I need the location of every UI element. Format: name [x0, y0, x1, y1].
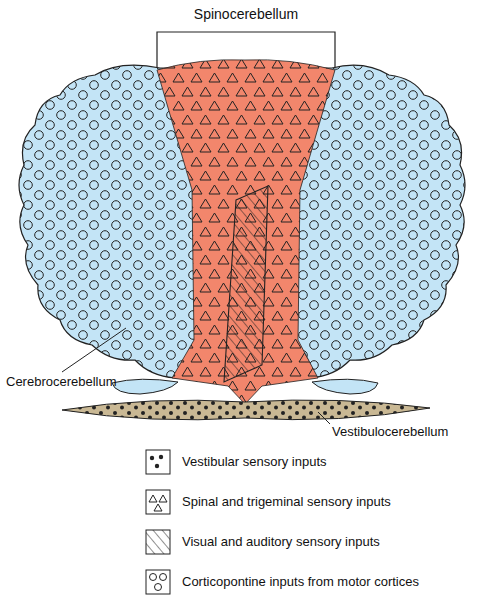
leader-line	[62, 328, 126, 372]
spinocerebellum-region	[157, 60, 335, 404]
region-label: Cerebrocerebellum	[6, 374, 117, 390]
region-label: Vestibulocerebellum	[332, 424, 448, 440]
region-title: Spinocerebellum	[194, 6, 298, 22]
leader-line	[318, 412, 330, 424]
legend-text: Vestibular sensory inputs	[182, 454, 327, 470]
legend-text: Corticopontine inputs from motor cortice…	[182, 574, 419, 590]
legend-text: Spinal and trigeminal sensory inputs	[182, 494, 391, 510]
legend-text: Visual and auditory sensory inputs	[182, 534, 380, 550]
legend-samples	[146, 450, 170, 594]
vestibulocerebellum-region	[62, 400, 430, 420]
